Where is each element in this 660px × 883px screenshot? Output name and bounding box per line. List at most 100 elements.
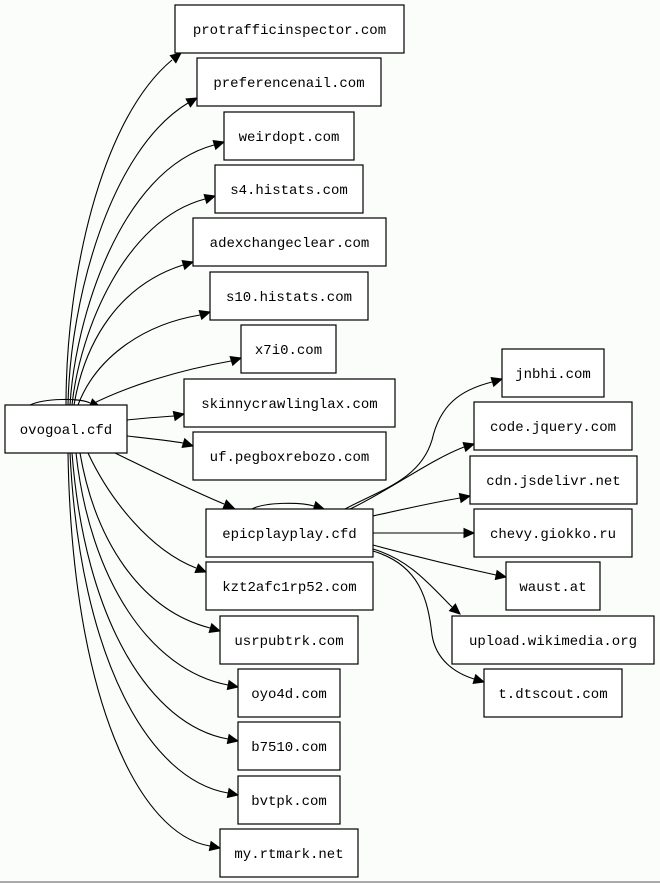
node-box[interactable] bbox=[192, 217, 387, 267]
arrowhead-icon bbox=[494, 569, 508, 581]
node-box[interactable] bbox=[237, 668, 341, 718]
edge-line bbox=[69, 452, 229, 794]
arrowhead-icon bbox=[490, 376, 504, 388]
node-code-jquery-com[interactable]: code.jquery.com bbox=[473, 401, 633, 451]
node-label: jnbhi.com bbox=[515, 367, 591, 383]
edge-line bbox=[251, 502, 315, 510]
node-box[interactable] bbox=[205, 561, 374, 611]
node-usrpubtrk-com[interactable]: usrpubtrk.com bbox=[219, 615, 359, 665]
node-weirdopt-com[interactable]: weirdopt.com bbox=[223, 111, 355, 161]
node-kzt2afc1rp52-com[interactable]: kzt2afc1rp52.com bbox=[205, 561, 374, 611]
node-cdn-jsdelivr-net[interactable]: cdn.jsdelivr.net bbox=[469, 455, 638, 505]
node-box[interactable] bbox=[192, 431, 387, 481]
node-box[interactable] bbox=[219, 615, 359, 665]
edge-ovogoal-cfd-to-usrpubtrk-com bbox=[79, 452, 222, 634]
edge-line bbox=[372, 544, 497, 576]
node-label: x7i0.com bbox=[255, 343, 322, 359]
edge-ovogoal-cfd-to-epicplayplay-cfd bbox=[114, 452, 236, 509]
edge-line bbox=[126, 415, 175, 421]
node-b7510-com[interactable]: b7510.com bbox=[237, 721, 341, 771]
node-box[interactable] bbox=[183, 378, 396, 428]
arrowhead-icon bbox=[462, 441, 476, 453]
node-box[interactable] bbox=[501, 348, 605, 398]
node-box[interactable] bbox=[473, 508, 633, 558]
node-label: uf.pegboxrebozo.com bbox=[210, 450, 370, 466]
node-box[interactable] bbox=[4, 404, 128, 454]
arrowhead-icon bbox=[226, 733, 240, 745]
edge-ovogoal-cfd-to-s4-histats-com bbox=[71, 193, 217, 406]
node-label: weirdopt.com bbox=[239, 130, 340, 146]
node-my-rtmark-net[interactable]: my.rtmark.net bbox=[219, 828, 359, 878]
node-box[interactable] bbox=[240, 324, 337, 374]
node-box[interactable] bbox=[219, 828, 359, 878]
node-epicplayplay-cfd[interactable]: epicplayplay.cfd bbox=[205, 508, 374, 558]
node-box[interactable] bbox=[469, 455, 638, 505]
node-box[interactable] bbox=[205, 508, 374, 558]
node-box[interactable] bbox=[214, 164, 364, 214]
node-preferencenail-com[interactable]: preferencenail.com bbox=[196, 57, 382, 107]
arrowhead-icon bbox=[208, 840, 222, 852]
node-box[interactable] bbox=[483, 668, 623, 718]
arrowhead-icon bbox=[229, 355, 243, 367]
node-box[interactable] bbox=[237, 775, 341, 825]
node-label: my.rtmark.net bbox=[234, 847, 343, 863]
node-s10-histats-com[interactable]: s10.histats.com bbox=[209, 271, 369, 321]
node-upload-wikimedia-org[interactable]: upload.wikimedia.org bbox=[451, 615, 655, 665]
node-box[interactable] bbox=[237, 721, 341, 771]
node-box[interactable] bbox=[174, 4, 405, 54]
edge-epicplayplay-cfd-to-t-dtscout-com bbox=[372, 550, 486, 685]
node-bvtpk-com[interactable]: bvtpk.com bbox=[237, 775, 341, 825]
node-uf-pegboxrebozo-com[interactable]: uf.pegboxrebozo.com bbox=[192, 431, 387, 481]
node-skinnycrawlinglax-com[interactable]: skinnycrawlinglax.com bbox=[183, 378, 396, 428]
edge-epicplayplay-cfd-to-waust-at bbox=[372, 544, 508, 581]
arrowhead-icon bbox=[172, 410, 186, 422]
arrowhead-icon bbox=[458, 492, 472, 504]
node-oyo4d-com[interactable]: oyo4d.com bbox=[237, 668, 341, 718]
node-ovogoal-cfd[interactable]: ovogoal.cfd bbox=[4, 404, 128, 454]
node-x7i0-com[interactable]: x7i0.com bbox=[240, 324, 337, 374]
arrowhead-icon bbox=[181, 259, 195, 271]
node-label: waust.at bbox=[519, 580, 586, 596]
edge-epicplayplay-cfd-to-chevy-giokko-ru bbox=[373, 527, 476, 539]
node-label: kzt2afc1rp52.com bbox=[222, 580, 356, 596]
node-box[interactable] bbox=[196, 57, 382, 107]
node-label: epicplayplay.cfd bbox=[222, 527, 356, 543]
edge-line bbox=[77, 314, 201, 406]
node-label: cdn.jsdelivr.net bbox=[486, 474, 620, 490]
edge-ovogoal-cfd-to-x7i0-com bbox=[89, 355, 243, 406]
edge-line bbox=[87, 452, 197, 569]
node-box[interactable] bbox=[209, 271, 369, 321]
edge-line bbox=[126, 435, 184, 444]
arrowhead-icon bbox=[212, 139, 226, 151]
node-waust-at[interactable]: waust.at bbox=[505, 561, 601, 611]
node-jnbhi-com[interactable]: jnbhi.com bbox=[501, 348, 605, 398]
node-box[interactable] bbox=[451, 615, 655, 665]
edge-ovogoal-cfd-to-preferencenail-com bbox=[67, 97, 199, 406]
node-t-dtscout-com[interactable]: t.dtscout.com bbox=[483, 668, 623, 718]
node-label: skinnycrawlinglax.com bbox=[201, 397, 377, 413]
node-chevy-giokko-ru[interactable]: chevy.giokko.ru bbox=[473, 508, 633, 558]
node-box[interactable] bbox=[223, 111, 355, 161]
edge-ovogoal-cfd-to-b7510-com bbox=[71, 452, 240, 745]
edge-epicplayplay-cfd-to-jnbhi-com bbox=[344, 376, 504, 510]
edge-line bbox=[71, 198, 206, 406]
edge-line bbox=[69, 144, 215, 406]
arrowhead-icon bbox=[226, 787, 240, 799]
edge-ovogoal-cfd-to-s10-histats-com bbox=[77, 309, 212, 406]
node-label: upload.wikimedia.org bbox=[469, 634, 637, 650]
edge-ovogoal-cfd-to-protrafficinspector-com bbox=[65, 52, 182, 406]
node-label: b7510.com bbox=[251, 740, 327, 756]
edge-line bbox=[67, 452, 211, 847]
node-protrafficinspector-com[interactable]: protrafficinspector.com bbox=[174, 4, 405, 54]
node-box[interactable] bbox=[505, 561, 601, 611]
node-label: s10.histats.com bbox=[226, 290, 352, 306]
node-adexchangeclear-com[interactable]: adexchangeclear.com bbox=[192, 217, 387, 267]
edge-line bbox=[67, 102, 189, 406]
node-label: s4.histats.com bbox=[230, 183, 348, 199]
node-s4-histats-com[interactable]: s4.histats.com bbox=[214, 164, 364, 214]
edge-line bbox=[89, 360, 232, 406]
node-box[interactable] bbox=[473, 401, 633, 451]
arrowhead-icon bbox=[203, 193, 217, 205]
node-label: ovogoal.cfd bbox=[20, 423, 112, 439]
arrowhead-icon bbox=[208, 622, 222, 634]
